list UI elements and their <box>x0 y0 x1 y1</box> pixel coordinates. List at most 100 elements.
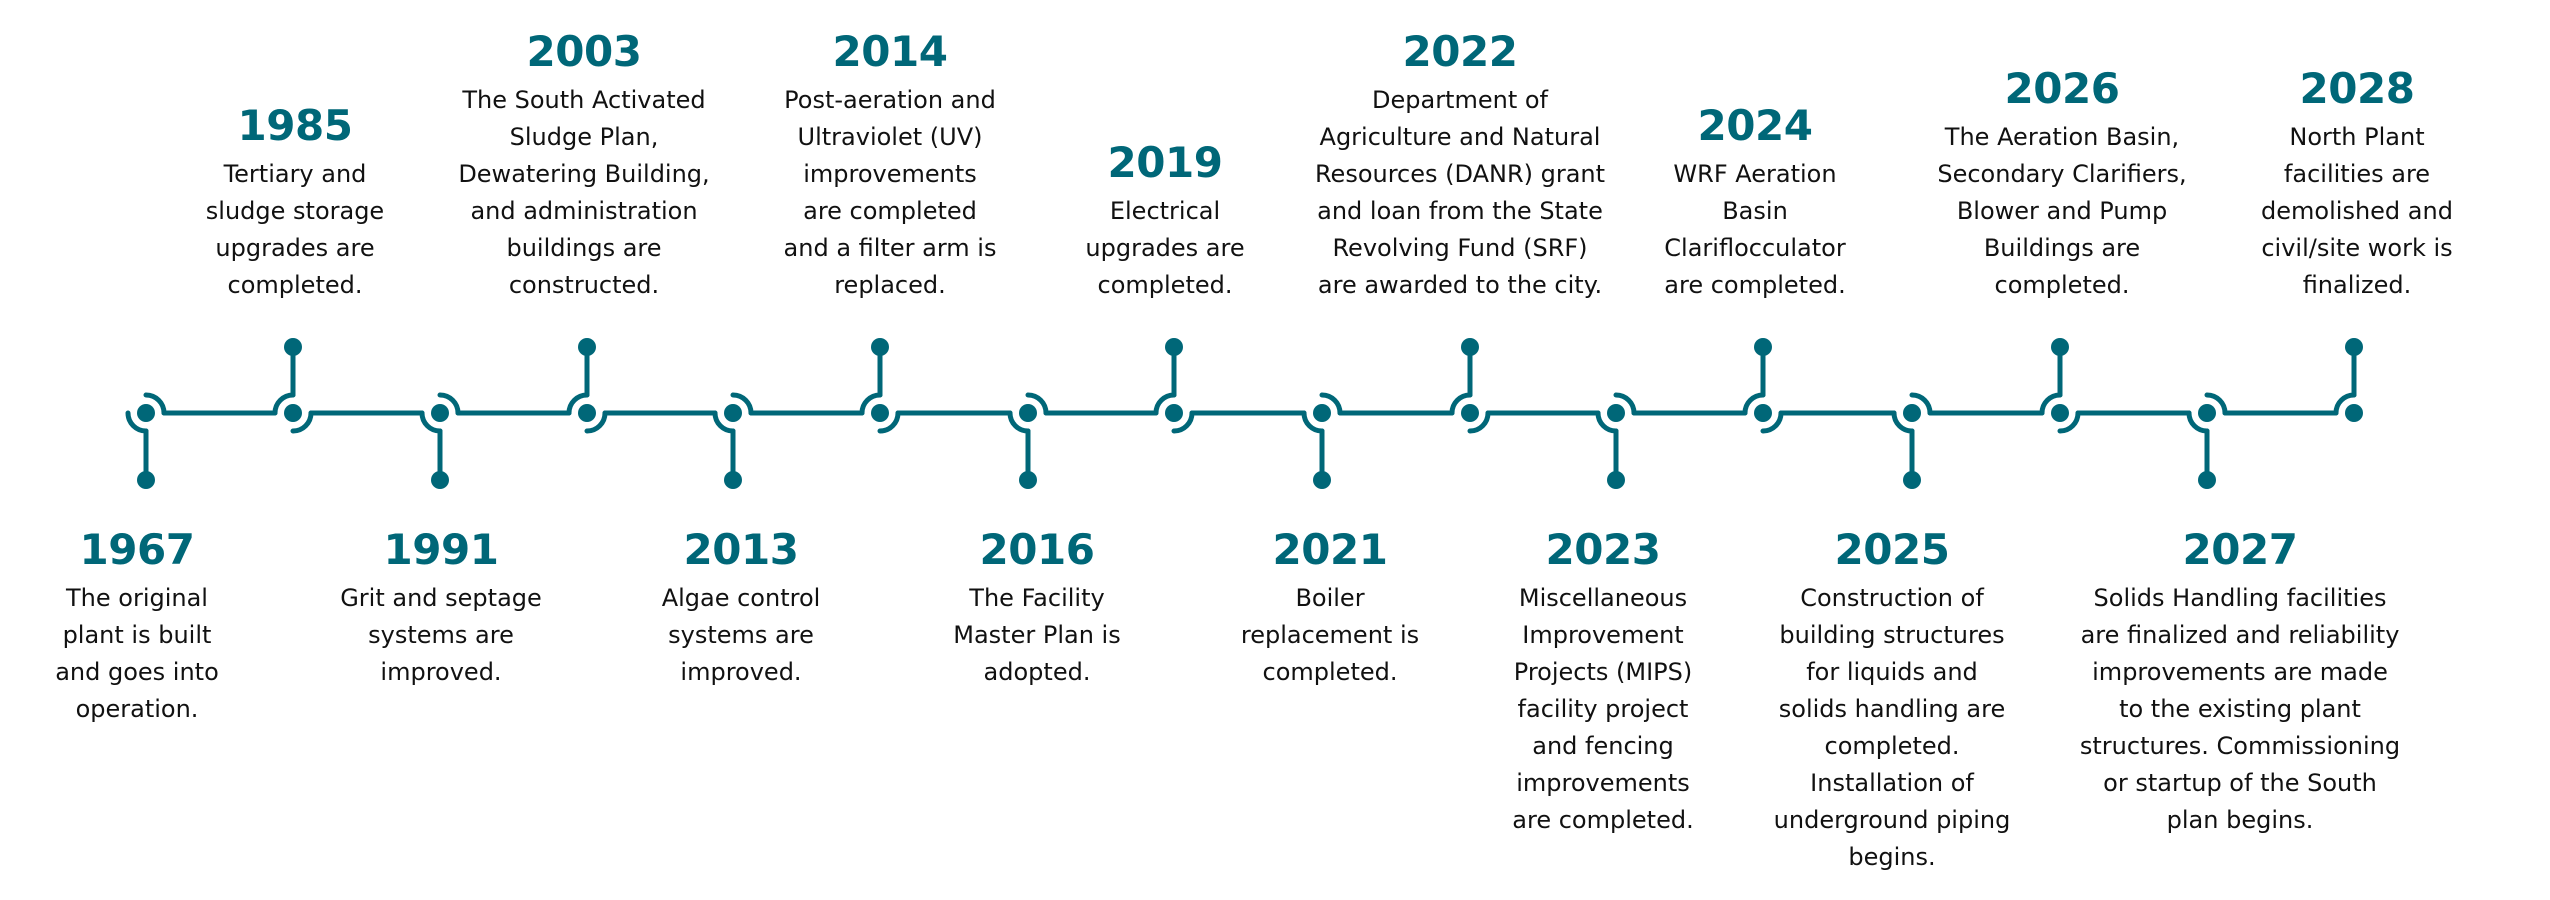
event-description-line: and administration <box>470 197 698 225</box>
timeline-node-dot <box>724 404 742 422</box>
event-year: 2023 <box>1545 525 1661 574</box>
event-description-line: are awarded to the city. <box>1317 271 1603 299</box>
stem-end-dot <box>284 338 302 356</box>
event-description-line: WRF Aeration <box>1673 160 1837 188</box>
timeline-node-dot <box>2051 404 2069 422</box>
stem-end-dot <box>2051 338 2069 356</box>
event-description-line: Miscellaneous <box>1518 584 1688 612</box>
event-description-line: Algae control <box>661 584 821 612</box>
event-description-line: improvements are made <box>2092 658 2388 686</box>
stem-end-dot <box>871 338 889 356</box>
event-description-line: Secondary Clarifiers, <box>1937 160 2187 188</box>
event-description-line: The original <box>66 584 208 612</box>
event-description-line: Ultraviolet (UV) <box>797 123 983 151</box>
event-description-line: facility project <box>1517 695 1689 723</box>
event-description-line: underground piping <box>1773 806 2011 834</box>
timeline-event-2025: 2025 Construction of building structures f… <box>1727 526 2057 876</box>
node-ring-arc <box>1760 410 1784 434</box>
event-description-line: Dewatering Building, <box>458 160 710 188</box>
event-description-line: improvements <box>1516 769 1690 797</box>
event-description-line: are completed. <box>1664 271 1846 299</box>
event-description-line: Installation of <box>1810 769 1974 797</box>
event-year: 1985 <box>237 101 353 150</box>
node-ring-arc <box>1467 410 1491 434</box>
event-description-line: Improvement <box>1522 621 1684 649</box>
timeline-node-dot <box>1607 404 1625 422</box>
event-description-line: or startup of the South <box>2103 769 2377 797</box>
stem-end-dot <box>1607 471 1625 489</box>
event-description-line: buildings are <box>506 234 662 262</box>
stem-end-dot <box>137 471 155 489</box>
event-description-line: completed. <box>1097 271 1233 299</box>
timeline-node-dot <box>1019 404 1037 422</box>
node-ring-arc <box>143 392 167 416</box>
event-year: 1967 <box>79 525 195 574</box>
event-description-line: North Plant <box>2289 123 2425 151</box>
event-description-line: adopted. <box>983 658 1091 686</box>
event-description-line: and loan from the State <box>1317 197 1603 225</box>
event-description-line: building structures <box>1779 621 2005 649</box>
event-description-line: for liquids and <box>1806 658 1978 686</box>
stem-end-dot <box>2345 338 2363 356</box>
timeline-node-dot <box>2198 404 2216 422</box>
event-description-line: The South Activated <box>462 86 706 114</box>
event-description-line: Sludge Plan, <box>509 123 659 151</box>
event-description-line: operation. <box>75 695 199 723</box>
event-description-line: solids handling are <box>1778 695 2006 723</box>
event-year: 2014 <box>832 27 948 76</box>
event-description-line: Blower and Pump <box>1956 197 2168 225</box>
timeline-node-dot <box>1754 404 1772 422</box>
timeline-node-dot <box>1313 404 1331 422</box>
event-description-line: begins. <box>1848 843 1936 871</box>
event-description-line: are completed <box>803 197 977 225</box>
event-description-line: Agriculture and Natural <box>1319 123 1601 151</box>
stem-end-dot <box>1461 338 1479 356</box>
event-year: 2025 <box>1834 525 1950 574</box>
event-description-line: Clariflocculator <box>1664 234 1846 262</box>
timeline-node-dot <box>284 404 302 422</box>
node-ring-arc <box>730 392 754 416</box>
event-year: 2026 <box>2004 64 2120 113</box>
node-ring-arc <box>1319 392 1343 416</box>
event-year: 2016 <box>979 525 1095 574</box>
event-description-line: are finalized and reliability <box>2080 621 2400 649</box>
event-description-line: Basin <box>1722 197 1788 225</box>
event-description-line: The Facility <box>969 584 1105 612</box>
stem-end-dot <box>2198 471 2216 489</box>
event-description-line: structures. Commissioning <box>2079 732 2401 760</box>
event-description-line: Construction of <box>1800 584 1984 612</box>
event-description-line: Post-aeration and <box>784 86 996 114</box>
event-description-line: demolished and <box>2261 197 2453 225</box>
event-description-line: and a filter arm is <box>783 234 997 262</box>
event-description-line: Tertiary and <box>223 160 367 188</box>
stem-end-dot <box>1313 471 1331 489</box>
event-description-line: systems are <box>368 621 514 649</box>
event-description-line: to the existing plant <box>2119 695 2361 723</box>
event-year: 2028 <box>2299 64 2415 113</box>
stem-end-dot <box>1903 471 1921 489</box>
stem-end-dot <box>431 471 449 489</box>
timeline-node-dot <box>1165 404 1183 422</box>
node-ring-arc <box>1909 392 1933 416</box>
event-description-line: Revolving Fund (SRF) <box>1332 234 1588 262</box>
timeline-node-dot <box>578 404 596 422</box>
